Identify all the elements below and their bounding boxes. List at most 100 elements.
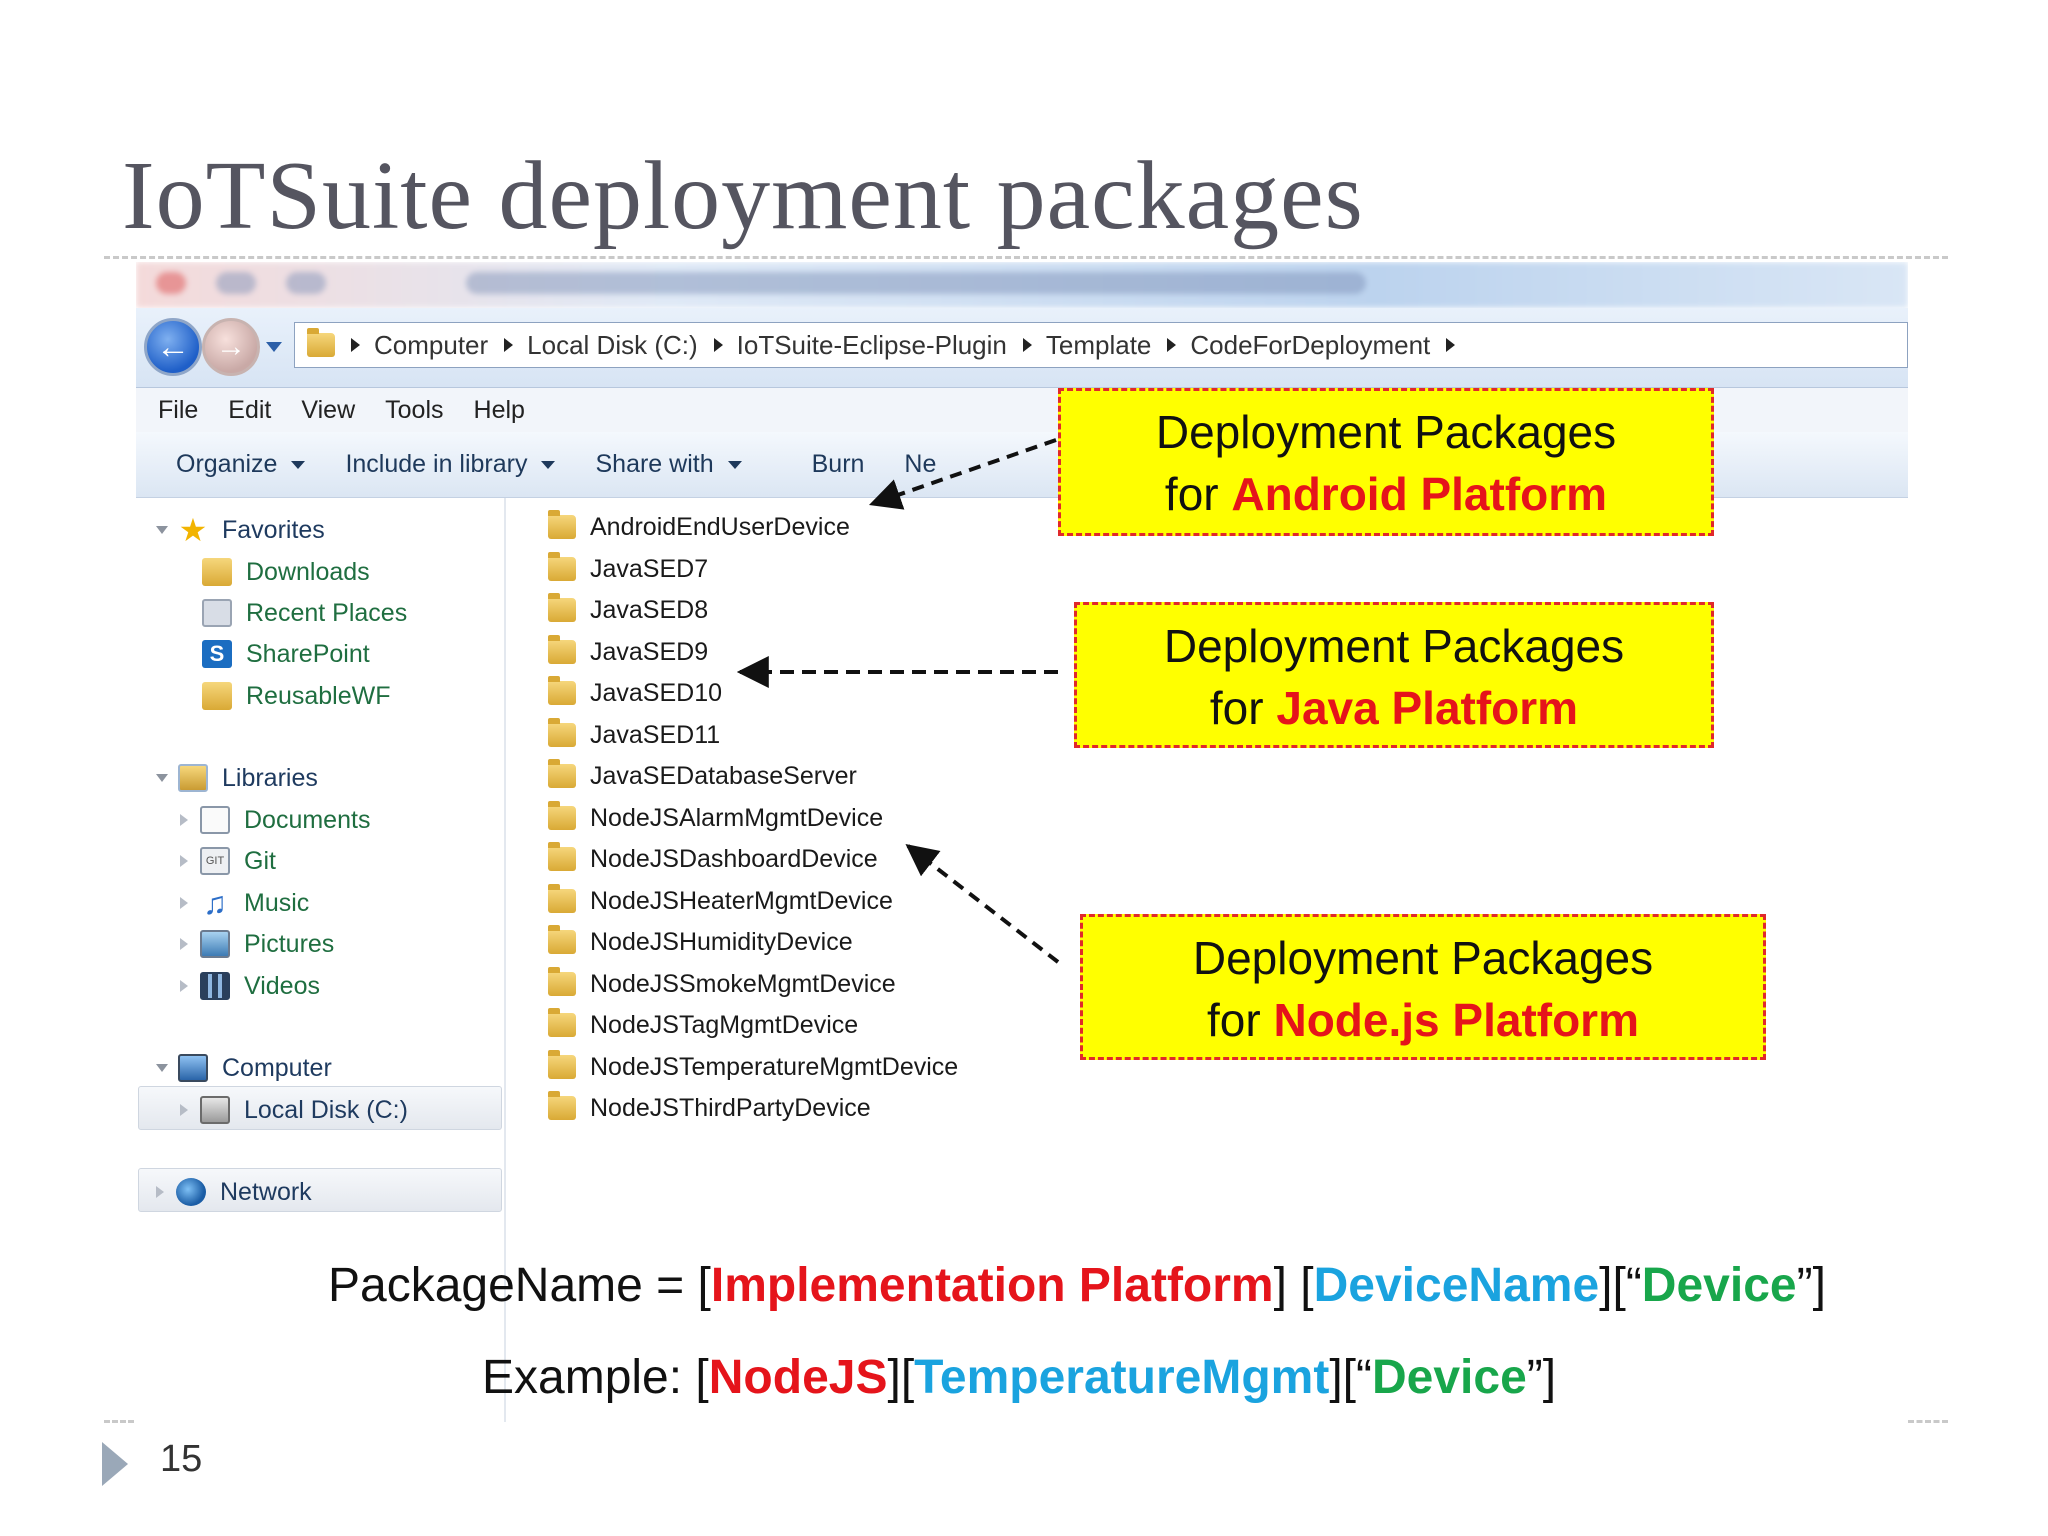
- chevron-right-icon[interactable]: [1022, 338, 1032, 352]
- nav-item-sharepoint[interactable]: S SharePoint: [202, 634, 370, 674]
- menu-help[interactable]: Help: [473, 395, 525, 424]
- chevron-right-icon[interactable]: [504, 338, 514, 352]
- libraries-icon: [178, 764, 208, 792]
- folder-name: NodeJSDashboardDevice: [590, 844, 878, 873]
- callout-platform: Node.js Platform: [1273, 994, 1639, 1046]
- folder-item[interactable]: NodeJSThirdPartyDevice: [548, 1088, 871, 1128]
- menu-tools[interactable]: Tools: [385, 395, 444, 424]
- chevron-right-icon[interactable]: [351, 338, 360, 352]
- folder-item[interactable]: NodeJSTemperatureMgmtDevice: [548, 1047, 958, 1087]
- folder-name: NodeJSThirdPartyDevice: [590, 1093, 871, 1122]
- nav-label: Git: [244, 846, 276, 875]
- folder-item[interactable]: JavaSED7: [548, 549, 708, 589]
- breadcrumb-iotsuite-plugin[interactable]: IoTSuite-Eclipse-Plugin: [736, 329, 1007, 360]
- menu-file[interactable]: File: [158, 395, 199, 424]
- expand-icon[interactable]: [156, 774, 168, 782]
- nav-network[interactable]: Network: [156, 1172, 312, 1212]
- nav-item-local-disk[interactable]: Local Disk (C:): [180, 1090, 408, 1130]
- organize-button[interactable]: Organize: [176, 450, 306, 479]
- nav-item-recent-places[interactable]: Recent Places: [202, 593, 407, 633]
- expand-icon[interactable]: [180, 855, 188, 867]
- folder-item[interactable]: JavaSED9: [548, 632, 708, 672]
- chevron-right-icon[interactable]: [1167, 338, 1177, 352]
- formula-lead: PackageName = [: [328, 1259, 711, 1312]
- nav-label: SharePoint: [246, 639, 370, 668]
- footer-divider-right: [1908, 1420, 1948, 1423]
- breadcrumb-template[interactable]: Template: [1045, 329, 1152, 360]
- forward-button[interactable]: →: [202, 318, 260, 376]
- chevron-right-icon[interactable]: [713, 338, 723, 352]
- folder-name: NodeJSHeaterMgmtDevice: [590, 886, 893, 915]
- downloads-icon: [202, 558, 232, 586]
- pictures-icon: [200, 930, 230, 958]
- folder-item[interactable]: NodeJSTagMgmtDevice: [548, 1005, 858, 1045]
- folder-item[interactable]: NodeJSDashboardDevice: [548, 839, 878, 879]
- expand-icon[interactable]: [156, 1186, 164, 1198]
- folder-item[interactable]: NodeJSHeaterMgmtDevice: [548, 881, 893, 921]
- expand-icon[interactable]: [156, 526, 168, 534]
- nav-item-videos[interactable]: Videos: [180, 966, 320, 1006]
- navigation-pane: ★ Favorites Downloads Recent Places S Sh…: [136, 498, 506, 1422]
- folder-name: NodeJSTagMgmtDevice: [590, 1010, 859, 1039]
- folder-name: JavaSED11: [590, 720, 721, 749]
- folder-item[interactable]: NodeJSSmokeMgmtDevice: [548, 964, 896, 1004]
- nav-item-music[interactable]: ♫ Music: [180, 883, 309, 923]
- folder-icon: [548, 884, 576, 913]
- address-bar[interactable]: Computer Local Disk (C:) IoTSuite-Eclips…: [294, 322, 1908, 368]
- callout-nodejs: Deployment Packages for Node.js Platform: [1080, 914, 1766, 1060]
- recent-pages-dropdown-icon[interactable]: [266, 342, 282, 352]
- folder-item[interactable]: JavaSED11: [548, 715, 720, 755]
- expand-icon[interactable]: [180, 814, 188, 826]
- burn-button[interactable]: Burn: [812, 450, 865, 479]
- network-highlight: [138, 1168, 502, 1212]
- expand-icon[interactable]: [180, 938, 188, 950]
- nav-computer[interactable]: Computer: [156, 1048, 332, 1088]
- callout-platform: Android Platform: [1231, 468, 1608, 520]
- new-folder-button[interactable]: Ne: [904, 450, 936, 479]
- breadcrumb-codefordeployment[interactable]: CodeForDeployment: [1190, 329, 1431, 360]
- nav-label: Recent Places: [246, 598, 408, 627]
- breadcrumb-local-disk[interactable]: Local Disk (C:): [527, 329, 698, 360]
- folder-icon: [548, 1050, 576, 1079]
- expand-icon[interactable]: [180, 980, 188, 992]
- nav-label: Documents: [244, 805, 371, 834]
- folder-item[interactable]: AndroidEndUserDevice: [548, 507, 850, 547]
- folder-item[interactable]: JavaSED10: [548, 673, 722, 713]
- page-number: 15: [160, 1438, 203, 1480]
- folder-item[interactable]: JavaSEDatabaseServer: [548, 756, 857, 796]
- expand-icon[interactable]: [180, 1104, 188, 1116]
- callout-prefix: for: [1209, 682, 1277, 734]
- star-icon: ★: [178, 512, 208, 548]
- expand-icon[interactable]: [180, 897, 188, 909]
- burn-label: Burn: [811, 450, 865, 478]
- expand-icon[interactable]: [156, 1064, 168, 1072]
- nav-item-reusablewf[interactable]: ReusableWF: [202, 676, 391, 716]
- nav-favorites[interactable]: ★ Favorites: [156, 510, 325, 550]
- callout-heading: Deployment Packages: [1163, 620, 1625, 672]
- callout-java: Deployment Packages for Java Platform: [1074, 602, 1714, 748]
- folder-item[interactable]: NodeJSHumidityDevice: [548, 922, 853, 962]
- folder-name: JavaSED9: [590, 637, 709, 666]
- menu-view[interactable]: View: [301, 395, 356, 424]
- package-name-formula: PackageName = [Implementation Platform] …: [328, 1258, 1826, 1313]
- share-with-label: Share with: [595, 450, 714, 478]
- nav-item-downloads[interactable]: Downloads: [202, 552, 370, 592]
- menu-edit[interactable]: Edit: [228, 395, 272, 424]
- folder-item[interactable]: NodeJSAlarmMgmtDevice: [548, 798, 883, 838]
- nav-item-git[interactable]: GIT Git: [180, 841, 276, 881]
- back-button[interactable]: ←: [144, 318, 202, 376]
- breadcrumb-computer[interactable]: Computer: [374, 329, 489, 360]
- include-in-library-button[interactable]: Include in library: [345, 450, 556, 479]
- file-list: AndroidEndUserDevice JavaSED7 JavaSED8 J…: [548, 498, 1268, 1398]
- nav-libraries[interactable]: Libraries: [156, 758, 318, 798]
- nav-item-documents[interactable]: Documents: [180, 800, 370, 840]
- nav-item-pictures[interactable]: Pictures: [180, 924, 334, 964]
- folder-item[interactable]: JavaSED8: [548, 590, 708, 630]
- example-tail: ”]: [1526, 1351, 1557, 1404]
- chevron-right-icon[interactable]: [1446, 338, 1456, 352]
- folder-icon: [548, 593, 576, 622]
- nav-label: Videos: [244, 971, 320, 1000]
- folder-name: JavaSED8: [590, 595, 709, 624]
- share-with-button[interactable]: Share with: [595, 450, 742, 479]
- computer-icon: [178, 1054, 208, 1082]
